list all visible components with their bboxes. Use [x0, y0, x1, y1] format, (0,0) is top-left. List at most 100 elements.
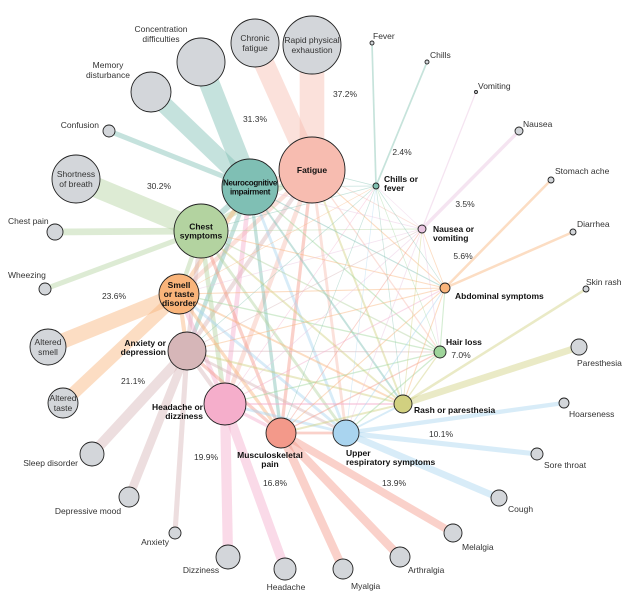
spoke-melalgia: [279, 429, 455, 537]
symptom-node-stomach-ache: [547, 176, 555, 184]
link-smell-or-taste-disorder-hair-loss: [178, 293, 441, 353]
category-percent: 21.1%: [121, 376, 146, 386]
symptom-node-dizziness: [215, 544, 241, 570]
spoke-depressive-mood: [125, 349, 191, 499]
symptom-node-chills: [424, 59, 430, 65]
symptom-label: Diarrhea: [577, 219, 610, 229]
link-hair-loss-chills-or-fever: [375, 185, 441, 353]
symptom-label: Nausea: [523, 119, 553, 129]
symptom-node-chest-pain: [46, 223, 64, 241]
link-musculoskeletal-pain-rash-or-paresthesia: [280, 403, 404, 434]
link-headache-or-dizziness-nausea-or-vomiting: [224, 228, 423, 405]
link-chest-symptoms-upper-respiratory-symptoms: [199, 230, 348, 434]
symptom-node-altered-smell: [29, 328, 67, 366]
link-fatigue-anxiety-or-depression: [185, 168, 314, 353]
category-percent: 31.3%: [243, 114, 268, 124]
spoke-fever: [371, 42, 377, 187]
link-smell-or-taste-disorder-nausea-or-vomiting: [178, 228, 423, 295]
link-anxiety-or-depression-nausea-or-vomiting: [186, 228, 423, 352]
link-headache-or-dizziness-abdominal-symptoms: [224, 287, 446, 405]
link-anxiety-or-depression-rash-or-paresthesia: [186, 350, 404, 405]
category-node-nausea-or-vomiting: [417, 224, 427, 234]
symptom-label: Anxiety: [141, 537, 170, 547]
symptom-node-concentration-difficulties: [176, 37, 226, 87]
spoke-altered-taste: [58, 289, 184, 408]
category-node-chills-or-fever: [372, 182, 380, 190]
symptom-node-cough: [490, 489, 508, 507]
link-anxiety-or-depression-abdominal-symptoms: [186, 287, 446, 352]
category-label: Hair loss: [446, 337, 482, 347]
link-musculoskeletal-pain-hair-loss: [280, 351, 441, 434]
symptom-node-confusion: [102, 124, 116, 138]
link-musculoskeletal-pain-nausea-or-vomiting: [280, 228, 423, 434]
link-neurocognitive-impairment-nausea-or-vomiting: [249, 186, 423, 230]
spoke-arthralgia: [277, 430, 404, 560]
symptom-label: Depressive mood: [55, 506, 121, 516]
link-hair-loss-nausea-or-vomiting: [421, 228, 441, 353]
spoke-vomiting: [421, 91, 477, 230]
link-chest-symptoms-rash-or-paresthesia: [200, 230, 404, 405]
link-neurocognitive-impairment-abdominal-symptoms: [249, 186, 446, 289]
symptom-node-nausea: [514, 126, 524, 136]
spoke-hoarseness: [345, 400, 565, 436]
symptom-label: Confusion: [61, 120, 100, 130]
category-percent: 10.1%: [429, 429, 454, 439]
link-musculoskeletal-pain-abdominal-symptoms: [280, 287, 446, 434]
link-rash-or-paresthesia-nausea-or-vomiting: [402, 228, 423, 405]
symptom-node-skin-rash: [582, 285, 590, 293]
category-label: Fatigue: [297, 165, 327, 175]
symptom-node-altered-taste: [47, 387, 79, 419]
category-node-musculoskeletal-pain: [265, 417, 297, 449]
spoke-paresthesia: [401, 343, 581, 408]
link-upper-respiratory-symptoms-chills-or-fever: [345, 185, 377, 434]
link-rash-or-paresthesia-chills-or-fever: [375, 185, 404, 405]
category-node-headache-or-dizziness: [203, 382, 247, 426]
link-anxiety-or-depression-chills-or-fever: [186, 185, 377, 352]
link-chest-symptoms-abdominal-symptoms: [200, 230, 446, 289]
spoke-cough: [344, 429, 501, 502]
symptom-node-rapid-physical-exhaustion: [282, 15, 342, 75]
symptom-node-myalgia: [332, 558, 354, 580]
symptom-label: Fever: [373, 31, 395, 41]
spoke-chills: [375, 61, 428, 187]
symptom-node-paresthesia: [570, 338, 588, 356]
symptom-node-melalgia: [443, 523, 463, 543]
category-percent: 7.0%: [451, 350, 471, 360]
link-anxiety-or-depression-hair-loss: [186, 350, 441, 353]
symptom-node-sore-throat: [530, 447, 544, 461]
link-abdominal-symptoms-nausea-or-vomiting: [421, 228, 446, 289]
spoke-myalgia: [277, 431, 347, 571]
spoke-sore-throat: [345, 430, 538, 457]
symptom-node-memory-disturbance: [130, 71, 172, 113]
category-percent: 30.2%: [147, 181, 172, 191]
symptom-node-headache: [273, 557, 297, 581]
link-chest-symptoms-musculoskeletal-pain: [199, 230, 283, 434]
symptom-label: Skin rash: [586, 277, 622, 287]
spoke-wheezing: [44, 228, 202, 292]
link-smell-or-taste-disorder-abdominal-symptoms: [178, 287, 446, 295]
category-node-chest-symptoms: [173, 203, 229, 259]
link-neurocognitive-impairment-anxiety-or-depression: [185, 186, 252, 352]
category-node-fatigue: [278, 136, 346, 204]
link-musculoskeletal-pain-chills-or-fever: [280, 185, 377, 434]
link-rash-or-paresthesia-hair-loss: [402, 351, 441, 405]
spoke-stomach-ache: [444, 179, 552, 289]
category-percent: 19.9%: [194, 452, 219, 462]
link-smell-or-taste-disorder-rash-or-paresthesia: [178, 293, 404, 405]
link-nausea-or-vomiting-chills-or-fever: [375, 185, 423, 230]
category-node-hair-loss: [433, 345, 447, 359]
symptom-node-hoarseness: [558, 397, 570, 409]
symptom-node-sleep-disorder: [79, 441, 105, 467]
spoke-diarrhea: [444, 230, 574, 290]
symptom-label: Chills: [430, 50, 451, 60]
